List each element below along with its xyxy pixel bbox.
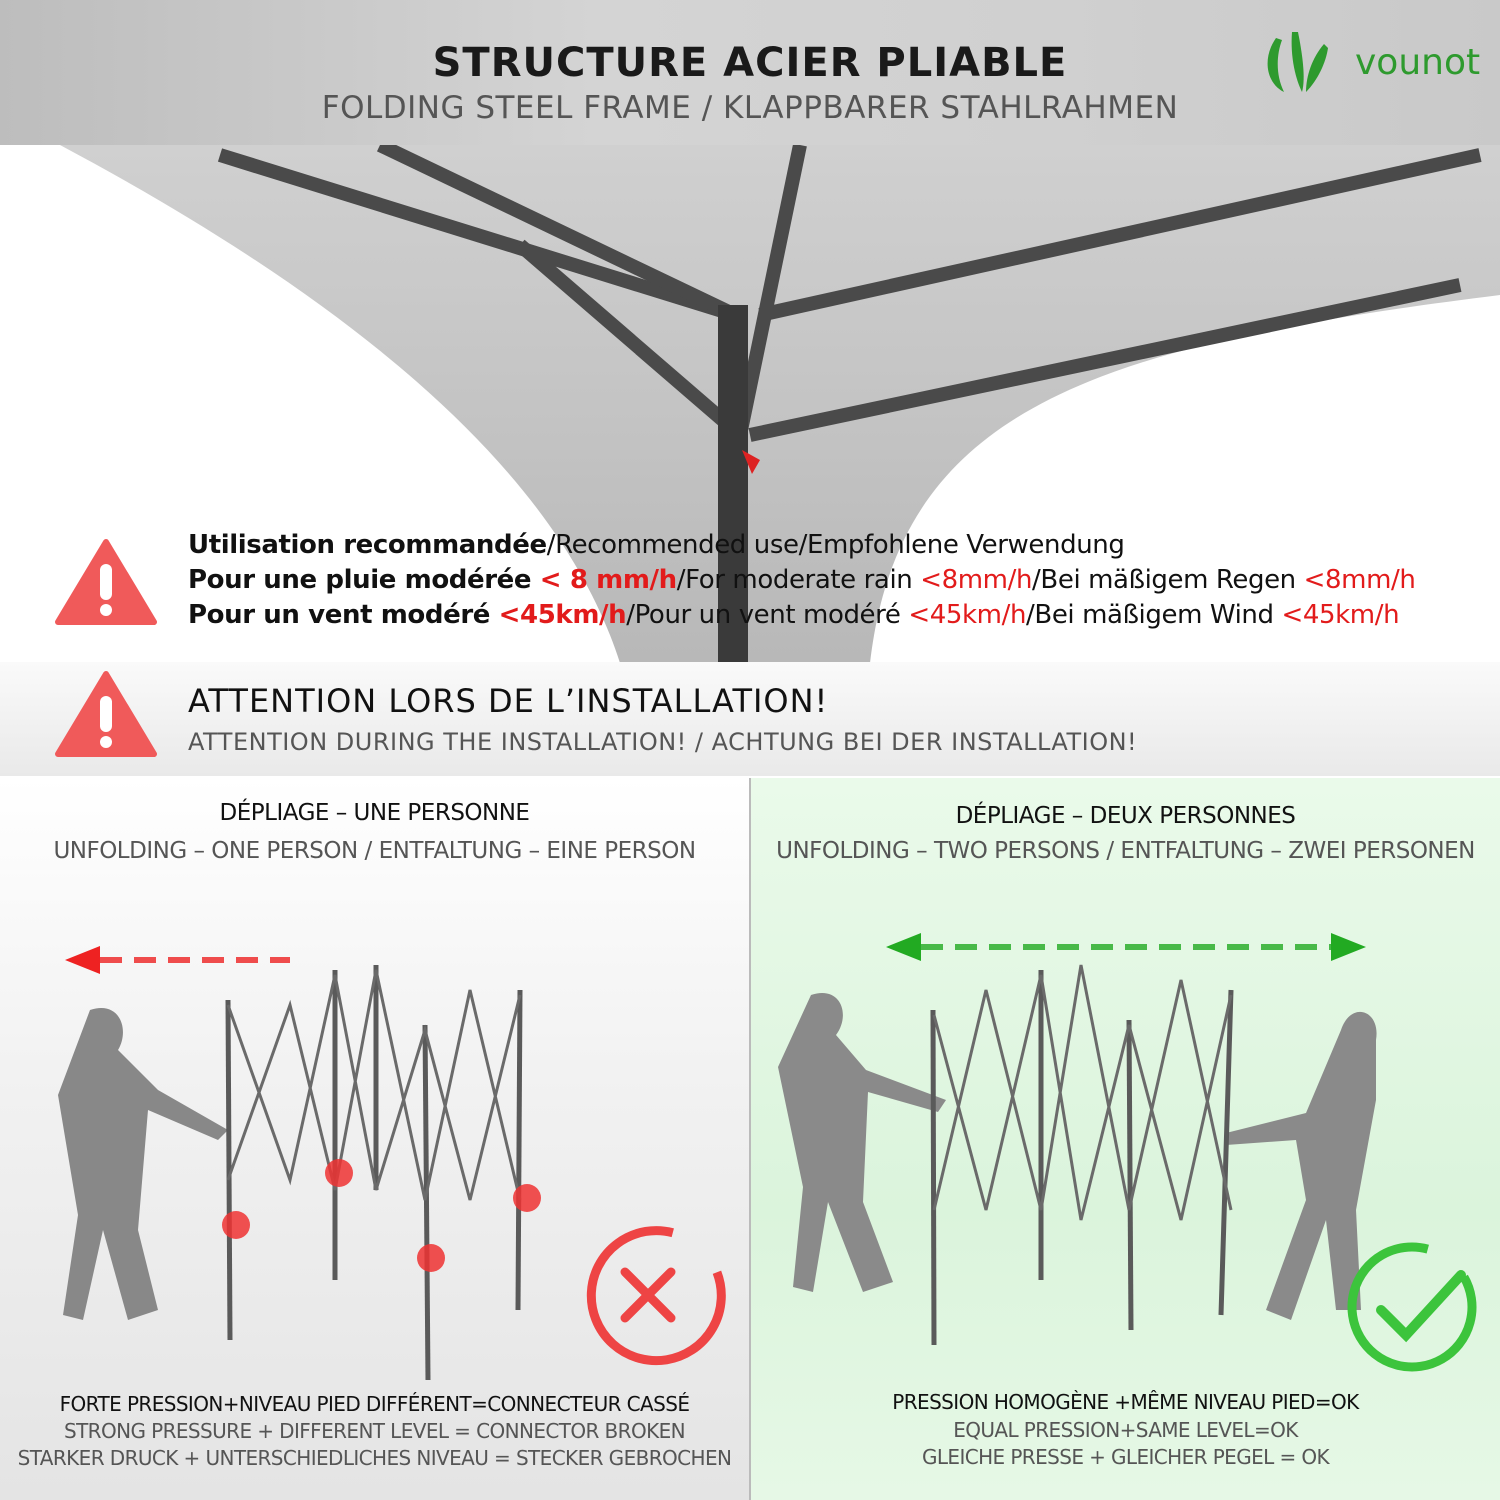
page-title: STRUCTURE ACIER PLIABLE (432, 40, 1068, 86)
right-caption-de: GLEICHE PRESSE + GLEICHER PEGEL = OK (921, 1445, 1330, 1469)
attention-subtitle: ATTENTION DURING THE INSTALLATION! / ACH… (188, 728, 1138, 756)
canopy-frame-photo (0, 145, 1500, 663)
person-silhouette (778, 993, 946, 1292)
brand-logo-icon (1267, 32, 1328, 92)
warning-icon (55, 539, 157, 625)
two-person-illustration (778, 933, 1477, 1372)
left-caption-de: STARKER DRUCK + UNTERSCHIEDLICHES NIVEAU… (17, 1446, 732, 1470)
one-person-illustration (58, 946, 726, 1380)
attention-banner (0, 662, 1500, 776)
brand-name: vounot (1355, 42, 1481, 83)
right-panel-title: DÉPLIAGE – DEUX PERSONNES (955, 803, 1296, 829)
person-silhouette (1226, 1011, 1377, 1320)
recommended-use-text: Utilisation recommandée/Recommended use/… (188, 530, 1416, 630)
left-caption-fr: FORTE PRESSION+NIVEAU PIED DIFFÉRENT=CON… (59, 1392, 690, 1416)
check-icon (1347, 1242, 1477, 1372)
right-caption-fr: PRESSION HOMOGÈNE +MÊME NIVEAU PIED=OK (892, 1390, 1359, 1414)
panel-divider (749, 778, 751, 1500)
cross-icon (586, 1226, 726, 1366)
warning-icon (55, 671, 157, 757)
right-caption-en: EQUAL PRESSION+SAME LEVEL=OK (953, 1418, 1298, 1442)
left-panel-title: DÉPLIAGE – UNE PERSONNE (219, 800, 530, 826)
arrow-left-icon (65, 946, 290, 974)
double-arrow-icon (886, 933, 1366, 961)
right-panel-subtitle: UNFOLDING – TWO PERSONS / ENTFALTUNG – Z… (776, 838, 1475, 864)
header-banner (0, 0, 1500, 145)
attention-title: ATTENTION LORS DE L’INSTALLATION! (188, 682, 829, 720)
two-person-panel (751, 778, 1500, 1500)
left-caption-en: STRONG PRESSURE + DIFFERENT LEVEL = CONN… (63, 1419, 686, 1443)
person-silhouette (58, 1008, 228, 1320)
left-panel-subtitle: UNFOLDING – ONE PERSON / ENTFALTUNG – EI… (53, 838, 696, 864)
page-subtitle: FOLDING STEEL FRAME / KLAPPBARER STAHLRA… (321, 90, 1179, 126)
